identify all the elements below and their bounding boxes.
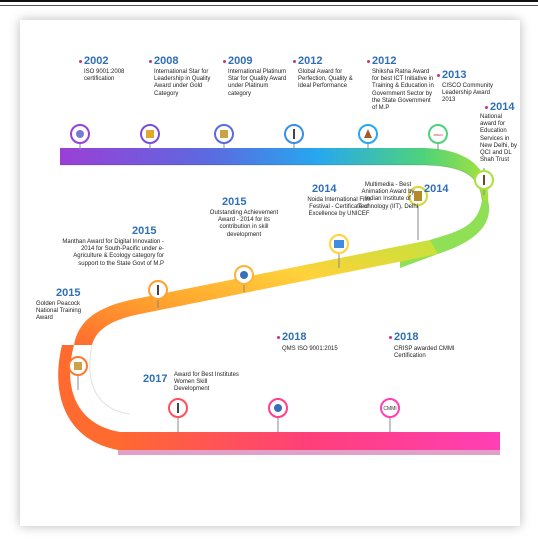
milestone-year: 2014: [312, 183, 337, 195]
milestone-text: Outstanding Achievement Award - 2014 for…: [209, 210, 279, 238]
milestone-dot: [149, 60, 152, 63]
milestone-dot: [293, 60, 296, 63]
milestone-year: 2017: [143, 373, 168, 385]
pin-2015-manthan: [148, 280, 168, 308]
milestone-dot: [277, 336, 280, 339]
milestone-dot: [389, 336, 392, 339]
svg-text:cisco: cisco: [433, 132, 443, 137]
milestone-year: 2018: [394, 331, 419, 343]
milestone-year: 2014: [424, 183, 449, 195]
pin-2014-right: [474, 168, 494, 195]
pin-2017: [168, 398, 188, 432]
pin-2012a: [284, 124, 304, 150]
pin-2009: [214, 124, 234, 150]
milestone-text: Multimedia - Best Animation Award by Ind…: [357, 182, 419, 210]
milestone-text: National award for Education Services in…: [480, 114, 518, 164]
milestone-year: 2015: [132, 225, 157, 237]
milestone-text: Noida International Film Festival - Cert…: [307, 197, 371, 218]
milestone-year: 2012: [298, 55, 323, 67]
top-border-line-thin: [0, 5, 538, 6]
pin-2015-skill: [234, 265, 254, 292]
milestone-year: 2014: [490, 101, 515, 113]
milestone-year: 2012: [372, 55, 397, 67]
milestone-text: Shiksha Ratna Award for best ICT Initiat…: [372, 69, 434, 111]
milestone-year: 2015: [222, 196, 247, 208]
milestone-pins: cisco CMMI: [68, 124, 494, 432]
milestone-text: CRISP awarded CMMI Certification: [394, 346, 455, 360]
milestone-text: CISCO Community Leadership Award 2013: [442, 83, 494, 104]
milestone-dot: [437, 74, 440, 77]
milestone-dot: [485, 106, 488, 109]
pin-2015-peacock: [68, 356, 88, 390]
milestone-dot: [223, 60, 226, 63]
milestone-text: International Star for Leadership in Qua…: [154, 69, 211, 97]
pin-2008: [140, 124, 160, 150]
pin-2013: cisco: [428, 124, 448, 150]
top-border-line: [0, 0, 538, 2]
pin-2002: [70, 124, 90, 150]
milestone-text: Award for Best Institutes Women Skill De…: [174, 372, 239, 393]
milestone-text: QMS ISO 9001:2015: [282, 346, 338, 352]
milestone-year: 2018: [282, 331, 307, 343]
milestone-year: 2008: [154, 55, 179, 67]
pin-2014-unicef: [329, 234, 349, 268]
milestone-dot: [79, 60, 82, 63]
milestone-text: Global Award for Perfection, Quality & I…: [298, 69, 353, 90]
milestone-year: 2013: [442, 69, 467, 81]
pin-2012b: [358, 124, 378, 150]
milestone-year: 2002: [84, 55, 109, 67]
milestone-text: International Platinum Star for Quality …: [228, 69, 287, 97]
milestone-year: 2009: [228, 55, 253, 67]
pin-2018-qms: [268, 398, 288, 432]
milestone-text: Manthan Award for Digital Innovation - 2…: [62, 239, 164, 267]
pin-2014-iit: [408, 186, 428, 240]
svg-text:CMMI: CMMI: [383, 406, 396, 412]
milestone-dot: [367, 60, 370, 63]
milestone-text: ISO 9001:2008 certification: [84, 69, 125, 83]
milestone-year: 2015: [56, 287, 81, 299]
pin-2018-cmmi: CMMI: [380, 398, 400, 432]
milestone-text: Golden Peacock National Training Award: [36, 301, 82, 322]
